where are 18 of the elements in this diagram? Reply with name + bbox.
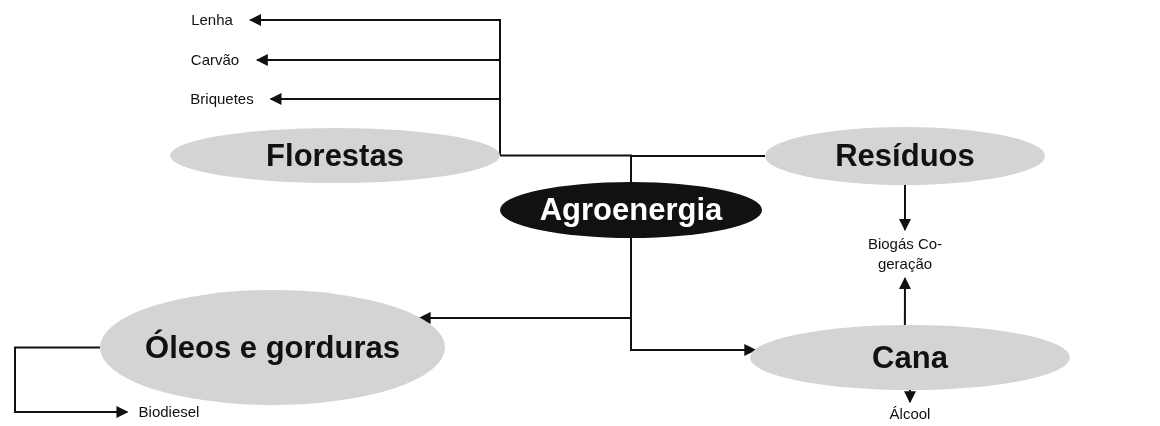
category-ellipse <box>170 128 500 183</box>
arrow <box>630 237 757 356</box>
node-title: Cana <box>871 338 950 377</box>
node-text: Lenha <box>191 10 233 30</box>
node-title: Florestas <box>265 136 405 175</box>
node-text: Briquetes <box>190 89 254 109</box>
node-text: Álcool <box>889 404 931 424</box>
connector-line <box>630 155 766 183</box>
node-title: Resíduos <box>834 137 976 175</box>
arrow <box>14 346 129 418</box>
node-text: Biodiesel <box>138 402 200 422</box>
arrow <box>899 184 911 231</box>
node-text: Biogás Co-geração <box>866 234 944 274</box>
node-title: Óleos e gorduras <box>144 328 401 367</box>
arrow <box>898 277 911 326</box>
node-title: Agroenergia <box>538 191 724 229</box>
arrow <box>904 389 916 404</box>
node-text: Carvão <box>190 50 240 70</box>
